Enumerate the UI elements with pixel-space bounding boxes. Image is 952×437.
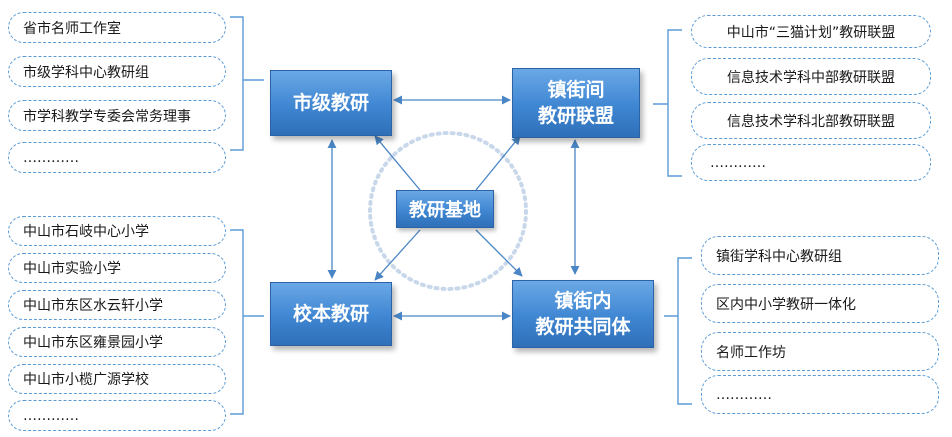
arrow-center-community <box>475 229 523 277</box>
node-town-alliance: 镇街间 教研联盟 <box>512 68 640 138</box>
list-item-bottom-left-6: ………… <box>8 400 226 431</box>
list-item-bottom-left-2: 中山市实验小学 <box>8 253 226 283</box>
list-item-top-right-1: 中山市“三猫计划”教研联盟 <box>691 15 931 48</box>
node-school-based-research: 校本教研 <box>270 282 392 346</box>
node-city-label: 市级教研 <box>292 92 369 114</box>
node-city-teaching-research: 市级教研 <box>270 70 392 136</box>
node-school-label: 校本教研 <box>292 303 369 325</box>
arrow-center-alliance <box>475 135 521 191</box>
list-item-bottom-right-4: ………… <box>701 375 939 414</box>
list-item-bottom-left-1: 中山市石岐中心小学 <box>8 216 226 246</box>
list-item-bottom-left-3: 中山市东区水云轩小学 <box>8 290 226 320</box>
bracket-top-right <box>653 29 682 177</box>
node-town-community: 镇街内 教研共同体 <box>512 280 654 348</box>
node-town-community-line2: 教研共同体 <box>535 316 631 338</box>
list-item-top-right-2: 信息技术学科中部教研联盟 <box>691 58 931 95</box>
list-item-bottom-left-4: 中山市东区雍景园小学 <box>8 327 226 357</box>
list-item-top-left-1: 省市名师工作室 <box>8 12 226 43</box>
node-town-alliance-line1: 镇街间 <box>547 79 605 101</box>
arrow-center-school <box>374 229 421 281</box>
list-item-top-left-4: ………… <box>8 142 226 173</box>
list-item-bottom-right-2: 区内中小学教研一体化 <box>701 284 939 323</box>
list-item-top-right-4: ………… <box>691 144 931 181</box>
list-item-top-right-3: 信息技术学科北部教研联盟 <box>691 102 931 139</box>
bracket-bottom-right <box>664 257 692 405</box>
list-item-bottom-right-3: 名师工作坊 <box>701 332 939 371</box>
list-item-bottom-right-1: 镇街学科中心教研组 <box>701 236 939 275</box>
center-dotted-circle <box>368 131 528 291</box>
list-item-top-left-2: 市级学科中心教研组 <box>8 56 226 87</box>
list-item-top-left-3: 市学科教学专委会常务理事 <box>8 100 226 131</box>
node-town-community-line1: 镇街内 <box>554 290 612 312</box>
node-town-alliance-line2: 教研联盟 <box>537 105 614 127</box>
list-item-bottom-left-5: 中山市小榄广源学校 <box>8 364 226 394</box>
arrow-center-city <box>374 135 421 191</box>
bracket-top-left <box>230 16 264 151</box>
bracket-bottom-left <box>230 229 264 415</box>
center-base-label: 教研基地 <box>396 190 494 228</box>
